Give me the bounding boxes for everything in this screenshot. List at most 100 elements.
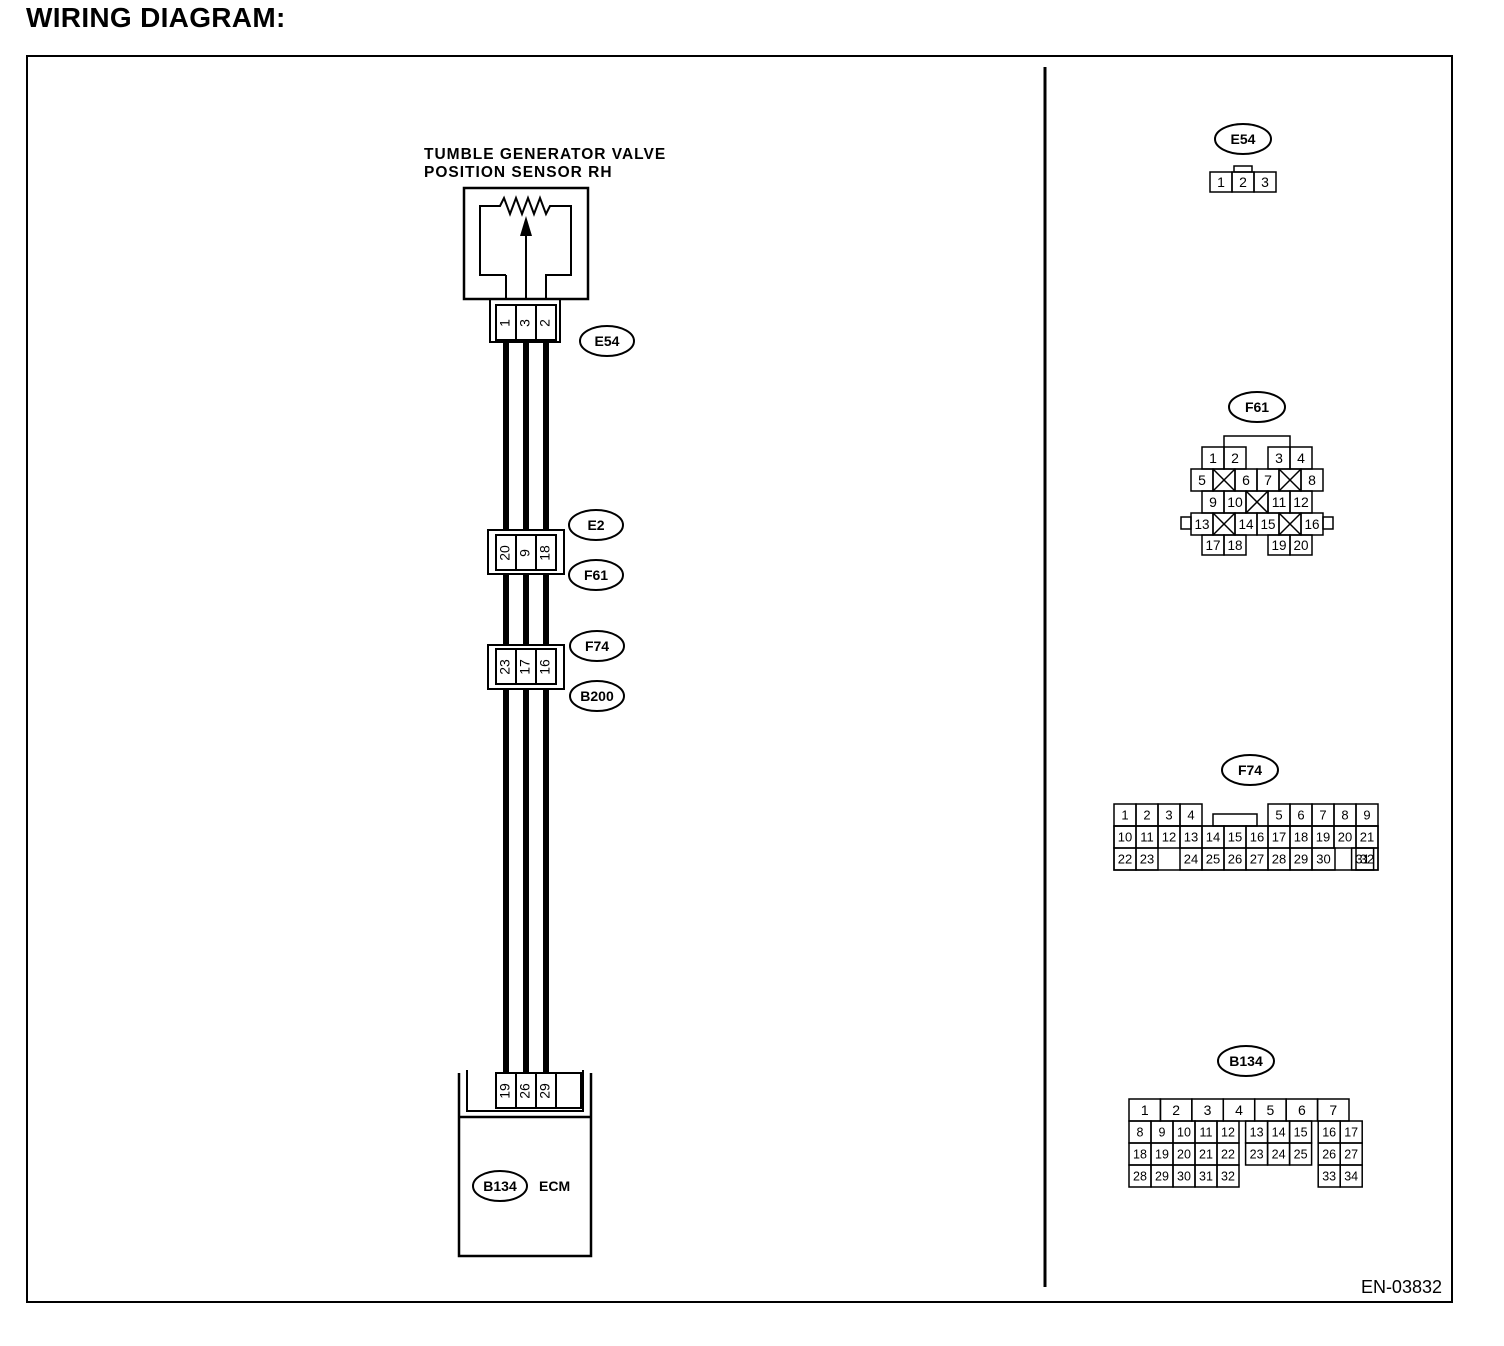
b134-pin: 10 bbox=[1177, 1126, 1191, 1140]
f74-pin: 10 bbox=[1118, 830, 1132, 845]
f74-pin: 31 bbox=[1355, 852, 1369, 867]
f74-pin: 22 bbox=[1118, 852, 1132, 867]
b134-cell bbox=[1288, 1142, 1313, 1166]
sensor-connector: 1 3 2 E54 bbox=[489, 300, 635, 357]
f61-pin: 14 bbox=[1238, 517, 1254, 532]
f61-pin: 12 bbox=[1293, 494, 1309, 510]
joint2-upper-id: F74 bbox=[585, 638, 609, 654]
f74-view-id: F74 bbox=[1238, 762, 1262, 778]
f74-pin: 18 bbox=[1294, 830, 1308, 845]
b134-pin: 21 bbox=[1199, 1148, 1213, 1162]
f74-pin: 2 bbox=[1143, 808, 1150, 823]
sensor-pin-label: 1 bbox=[497, 319, 513, 327]
f74-pin: 26 bbox=[1228, 852, 1242, 867]
b134-pin: 23 bbox=[1250, 1148, 1264, 1162]
ecm-body bbox=[457, 1073, 593, 1258]
f74-pin: 29 bbox=[1294, 852, 1308, 867]
b134-pin: 29 bbox=[1155, 1170, 1169, 1184]
joint-connector-f74-b200: 23 17 16 F74 B200 bbox=[487, 630, 625, 712]
connector-id-bubble bbox=[569, 630, 625, 662]
b134-pin: 24 bbox=[1272, 1148, 1286, 1162]
b134-pin: 16 bbox=[1322, 1126, 1336, 1140]
b134-pin: 3 bbox=[1204, 1102, 1212, 1118]
connector-view-f61: F61 1 2 3 4 5 6 7 8 9 10 11 bbox=[1180, 391, 1334, 556]
f74-pin: 17 bbox=[1272, 830, 1286, 845]
connector-id-bubble bbox=[1214, 123, 1272, 155]
connector-id-bubble bbox=[568, 559, 624, 591]
b134-pin: 11 bbox=[1200, 1126, 1213, 1140]
f61-pin: 17 bbox=[1205, 538, 1220, 553]
f74-pin: 6 bbox=[1297, 808, 1304, 823]
f74-pin: 24 bbox=[1184, 852, 1198, 867]
b134-pin: 2 bbox=[1172, 1102, 1180, 1118]
b134-cell bbox=[1339, 1164, 1363, 1188]
f74-pin: 21 bbox=[1360, 830, 1374, 845]
sensor-pin-label: 3 bbox=[517, 319, 533, 327]
f74-pin: 7 bbox=[1319, 808, 1326, 823]
f61-pin: 16 bbox=[1304, 517, 1319, 532]
b134-pin: 22 bbox=[1221, 1148, 1235, 1162]
b134-pin: 33 bbox=[1322, 1170, 1336, 1184]
ecm-connector-id: B134 bbox=[483, 1178, 517, 1194]
f74-pin: 4 bbox=[1187, 808, 1194, 823]
potentiometer-resistor bbox=[479, 195, 572, 298]
f74-pin: 1 bbox=[1121, 808, 1128, 823]
f74-pin: 12 bbox=[1162, 830, 1176, 845]
f74-pin: 30 bbox=[1316, 852, 1330, 867]
b134-pin: 13 bbox=[1250, 1126, 1264, 1140]
f61-pin: 4 bbox=[1297, 450, 1305, 466]
f74-pin: 8 bbox=[1341, 808, 1348, 823]
joint2-pin-label: 23 bbox=[497, 659, 513, 675]
connector-outline bbox=[1113, 825, 1379, 871]
b134-pin: 27 bbox=[1344, 1148, 1358, 1162]
ecm-label: ECM bbox=[539, 1178, 570, 1194]
b134-pin: 9 bbox=[1159, 1126, 1166, 1140]
b134-pin: 32 bbox=[1221, 1170, 1235, 1184]
ecm-pin-label: 26 bbox=[517, 1083, 533, 1099]
joint2-pin-label: 16 bbox=[537, 659, 553, 675]
e54-pin: 1 bbox=[1217, 174, 1225, 190]
connector-id-bubble bbox=[1217, 1045, 1275, 1077]
b134-pin: 34 bbox=[1344, 1170, 1358, 1184]
sensor-title-line1: TUMBLE GENERATOR VALVE bbox=[424, 146, 666, 163]
f61-pin: 6 bbox=[1242, 472, 1250, 488]
connector-id-bubble bbox=[568, 509, 624, 541]
f61-pin: 5 bbox=[1198, 472, 1206, 488]
f61-view-id: F61 bbox=[1245, 399, 1269, 415]
b134-cell bbox=[1216, 1164, 1240, 1188]
page-title: WIRING DIAGRAM: bbox=[26, 2, 286, 33]
joint1-lower-id: F61 bbox=[584, 567, 608, 583]
f61-pin: 11 bbox=[1272, 494, 1287, 510]
b134-pin: 17 bbox=[1344, 1126, 1358, 1140]
f61-pin: 10 bbox=[1227, 494, 1243, 510]
sensor-symbol: TUMBLE GENERATOR VALVE POSITION SENSOR R… bbox=[424, 146, 666, 301]
f74-pin: 9 bbox=[1363, 808, 1370, 823]
sensor-title-line2: POSITION SENSOR RH bbox=[424, 164, 613, 181]
joint2-lower-id: B200 bbox=[580, 688, 614, 704]
f61-pin: 18 bbox=[1227, 538, 1242, 553]
e54-view-id: E54 bbox=[1231, 131, 1256, 147]
f74-pin: 20 bbox=[1338, 830, 1352, 845]
f74-pin: 27 bbox=[1250, 852, 1264, 867]
f61-pin: 7 bbox=[1264, 472, 1272, 488]
f74-pin: 3 bbox=[1165, 808, 1172, 823]
f74-pin: 13 bbox=[1184, 830, 1198, 845]
f74-pin: 28 bbox=[1272, 852, 1286, 867]
b134-pin: 12 bbox=[1221, 1126, 1235, 1140]
b134-pin: 4 bbox=[1235, 1102, 1243, 1118]
b134-pin: 6 bbox=[1298, 1102, 1306, 1118]
wire-harness bbox=[503, 340, 549, 1073]
e54-pin: 3 bbox=[1261, 174, 1269, 190]
f61-pin: 15 bbox=[1260, 517, 1275, 532]
ecm-pin-label: 19 bbox=[497, 1083, 513, 1099]
e54-pin: 2 bbox=[1239, 174, 1247, 190]
b134-pin: 31 bbox=[1199, 1170, 1213, 1184]
f61-pin: 3 bbox=[1275, 450, 1283, 466]
f61-pin: 2 bbox=[1231, 450, 1239, 466]
sensor-pin-label: 2 bbox=[537, 319, 553, 327]
connector-id-bubble bbox=[472, 1170, 528, 1202]
ecm-unit: 19 26 29 B134 ECM bbox=[457, 1070, 593, 1258]
